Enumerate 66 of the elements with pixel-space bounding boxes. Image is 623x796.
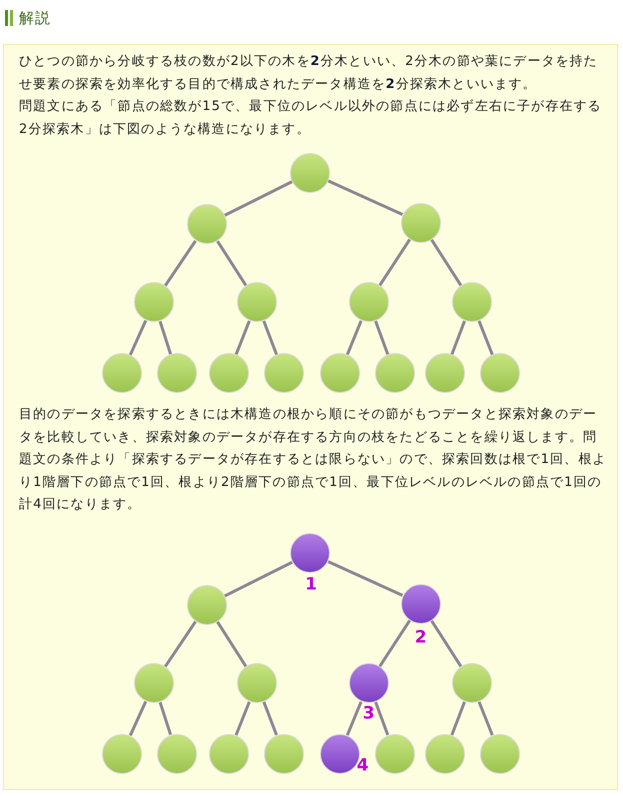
tree-branch-line	[374, 702, 390, 736]
step-number: 3	[362, 706, 375, 723]
tree-branch-line	[128, 700, 148, 736]
node-circle	[134, 663, 174, 704]
node-circle	[320, 353, 360, 394]
tree-branch-line	[158, 702, 172, 736]
tree-branch-line	[234, 701, 251, 736]
node-circle	[134, 282, 174, 322]
visited-node-circle	[348, 663, 389, 704]
tree-branch-line	[450, 320, 466, 356]
tree-branch-line	[374, 320, 390, 356]
node-circle	[374, 353, 415, 394]
node-circle	[186, 204, 227, 244]
tree-branch-line	[128, 320, 148, 356]
tree-branch-line	[262, 320, 278, 356]
node-circle	[236, 663, 277, 704]
tree-branch-line	[234, 320, 251, 356]
node-circle	[186, 585, 227, 625]
tree-branch-line	[164, 620, 197, 668]
tree-branch-line	[158, 320, 172, 355]
node-circle	[264, 353, 304, 394]
visited-node-circle	[400, 584, 441, 624]
paragraph: 目的のデータを探索するときには木構造の根から順にその節がもつデータと探索対象のデータを比較していき、探索対象のデータが存在する方向の枝をたどることを繰り返します。問題文の条件より「探索するデータが存在するとは限らない」ので、探索回数は根で1回、根より1階層下の節点で1回、根より2階層下の節点で1回、最下位レベルのレベルの節点で1回の計4回になります。	[19, 406, 608, 514]
paragraph: 問題文にある「節点の総数が15で、最下位のレベル以外の節点には必ず左右に子が存在する2分探索木」は下図のような構造になります。	[19, 98, 603, 138]
node-circle	[480, 734, 520, 774]
tree-branch-line	[216, 240, 248, 286]
tree-branch-line	[328, 560, 404, 597]
step-number: 1	[305, 576, 317, 594]
node-circle	[208, 734, 249, 774]
node-circle	[236, 282, 277, 322]
node-circle	[424, 734, 465, 774]
tree-branch-line	[430, 620, 462, 668]
node-circle	[156, 353, 197, 394]
step-number: 2	[414, 629, 427, 646]
node-circle	[452, 663, 492, 704]
tree-branch-line	[224, 560, 293, 598]
tree-branch-line	[378, 238, 411, 286]
tree-branch-line	[328, 180, 404, 216]
node-circle	[264, 734, 304, 774]
node-circle	[102, 353, 142, 394]
node-circle	[208, 353, 249, 394]
node-circle	[452, 282, 492, 322]
tree-branch-line	[478, 701, 494, 736]
tree-branch-line	[478, 320, 494, 356]
tree-branch-line	[224, 180, 293, 217]
tree-branch-line	[346, 701, 362, 736]
visited-node-circle	[290, 533, 330, 574]
explanation-panel	[3, 44, 618, 790]
node-circle	[156, 734, 197, 774]
tree-branch-line	[216, 621, 248, 668]
tree-branch-line	[164, 240, 197, 287]
tree-branch-line	[346, 320, 363, 356]
tree-branch-line	[450, 701, 466, 736]
node-circle	[348, 282, 389, 322]
node-circle	[400, 202, 441, 243]
node-circle	[102, 734, 142, 774]
node-circle	[480, 353, 520, 394]
tree-branch-line	[262, 701, 278, 736]
node-circle	[374, 734, 415, 774]
node-circle	[424, 353, 465, 394]
node-circle	[290, 152, 330, 193]
section-heading: 解説	[19, 8, 51, 28]
tree-branch-line	[430, 238, 462, 286]
step-number: 4	[356, 757, 369, 774]
paragraph: ひとつの節から分岐する枝の数が2以下の木を2分木といい、2分木の節や葉にデータを持たせ要素の探索を効率化する目的で構成されたデータ構造を2分探索木といいます。	[19, 53, 599, 94]
tree-branch-line	[378, 620, 411, 668]
